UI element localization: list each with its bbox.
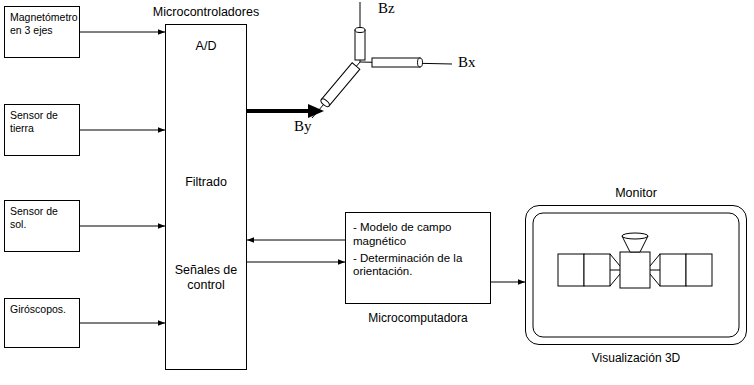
magnetic-axes <box>312 2 452 118</box>
sensor-box: Giróscopos. <box>4 298 80 348</box>
node-text: Microcomputadora <box>316 311 520 325</box>
node-text: - Determinación de la orientación. <box>353 252 483 280</box>
node-heading: Magnetómetro en 3 ejes <box>10 11 74 36</box>
satellite-figure <box>558 233 712 288</box>
node-heading: - Modelo de campo magnético <box>353 221 483 249</box>
signal-arrow <box>247 262 345 263</box>
computer-box: - Modelo de campo magnético - Determinaci… <box>345 212 491 304</box>
monitor-screen <box>533 213 739 337</box>
node-text: Filtrado <box>170 175 242 190</box>
node-heading: Giróscopos. <box>10 303 74 316</box>
axis-label: Bz <box>378 0 395 17</box>
signal-arrow <box>80 226 165 227</box>
signal-arrow <box>80 32 165 33</box>
node-heading: Monitor <box>526 186 746 201</box>
signal-arrow <box>491 282 525 283</box>
sensor-box: Magnetómetro en 3 ejes <box>4 6 80 58</box>
node-text: Señales de control <box>170 263 242 293</box>
axis-label: Bx <box>458 54 476 71</box>
signal-arrow <box>80 323 165 324</box>
node-text: A/D <box>170 39 242 54</box>
sensor-box: Sensor de sol. <box>4 200 80 252</box>
node-text: Visualización 3D <box>506 351 754 365</box>
signal-arrow <box>247 240 345 241</box>
signal-arrow <box>80 130 165 131</box>
node-heading: Microcontroladores <box>116 5 296 20</box>
monitor-box: MonitorVisualización 3D <box>525 205 747 345</box>
node-heading: Sensor de sol. <box>10 205 74 230</box>
axis-label: By <box>294 118 312 135</box>
controller-box: MicrocontroladoresA/DFiltradoSeñales de … <box>165 24 247 370</box>
sensor-box: Sensor de tierra <box>4 104 80 156</box>
node-heading: Sensor de tierra <box>10 109 74 134</box>
output-arrow <box>247 104 324 118</box>
